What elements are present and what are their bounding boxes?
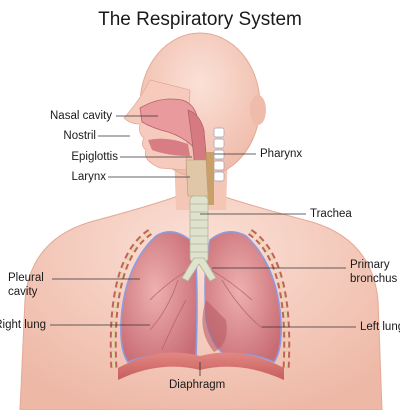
label-primary-bronchus-line1: Primary xyxy=(350,259,390,271)
label-nasal-cavity: Nasal cavity xyxy=(50,110,112,122)
label-larynx: Larynx xyxy=(71,171,106,183)
label-primary-bronchus-line2: bronchus xyxy=(350,273,398,285)
label-pharynx: Pharynx xyxy=(260,148,303,160)
label-nostril: Nostril xyxy=(63,130,96,142)
esophagus xyxy=(206,152,214,205)
label-diaphragm: Diaphragm xyxy=(169,379,226,391)
label-pleural-cavity-line2: cavity xyxy=(8,286,38,298)
larynx xyxy=(185,159,209,197)
label-pleural-cavity-line1: Pleural xyxy=(8,272,44,284)
leader-lines xyxy=(50,115,356,376)
primary-bronchi xyxy=(181,257,217,282)
label-left-lung: Left lung xyxy=(360,321,400,333)
heart-notch xyxy=(202,300,227,352)
label-trachea: Trachea xyxy=(310,208,352,220)
right-lung xyxy=(120,231,198,363)
label-right-lung: Right lung xyxy=(0,319,46,331)
bronchial-tree xyxy=(149,267,263,351)
cervical-spine xyxy=(213,127,225,182)
trachea-rings xyxy=(190,203,208,253)
diagram-title: The Respiratory System xyxy=(98,9,302,30)
oral-cavity xyxy=(148,138,190,156)
label-epiglottis: Epiglottis xyxy=(71,151,118,163)
diaphragm xyxy=(118,352,284,380)
ear xyxy=(250,95,266,125)
